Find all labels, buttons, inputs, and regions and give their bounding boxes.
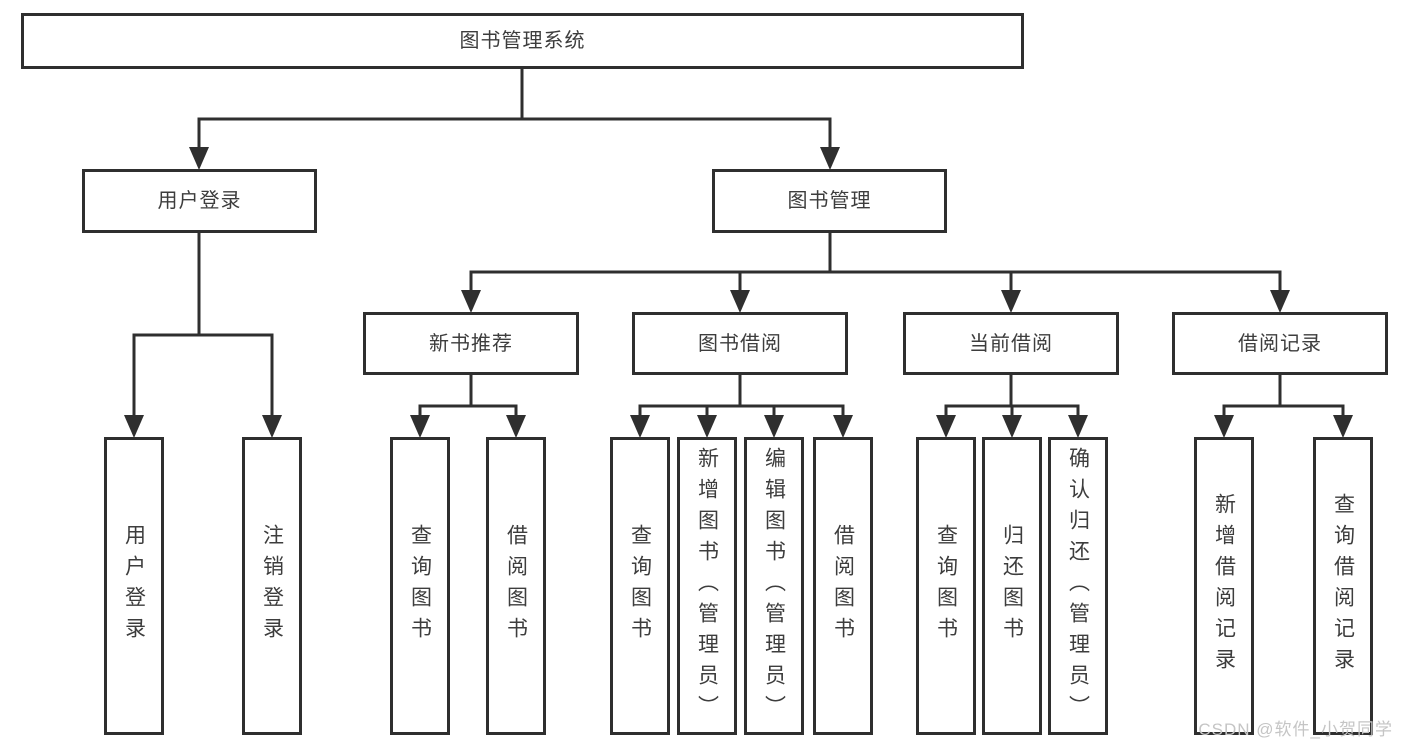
node-book-management-label: 图书管理 <box>787 190 872 212</box>
leaf-add-borrow-record: 新增借阅记录 <box>1194 437 1254 735</box>
node-new-book-recommend: 新书推荐 <box>363 312 579 375</box>
node-user-login-label: 用户登录 <box>157 190 242 212</box>
leaf-query-books-current: 查询图书 <box>916 437 976 735</box>
leaf-borrow-books-label: 借阅图书 <box>831 524 855 648</box>
leaf-edit-books-admin-label: 编辑图书（管理员） <box>762 446 786 726</box>
node-current-borrow: 当前借阅 <box>903 312 1119 375</box>
leaf-logout: 注销登录 <box>242 437 302 735</box>
leaf-user-login-label: 用户登录 <box>122 524 146 648</box>
node-borrow-record-label: 借阅记录 <box>1238 332 1322 355</box>
node-new-book-recommend-label: 新书推荐 <box>429 332 513 355</box>
leaf-query-books-borrow-label: 查询图书 <box>628 524 652 648</box>
node-borrow-record: 借阅记录 <box>1172 312 1388 375</box>
leaf-confirm-return-admin-label: 确认归还（管理员） <box>1066 446 1090 726</box>
node-book-borrow: 图书借阅 <box>632 312 848 375</box>
leaf-logout-label: 注销登录 <box>260 524 284 648</box>
csdn-watermark: CSDN @软件_小贺同学 <box>1198 720 1393 739</box>
node-root: 图书管理系统 <box>21 13 1024 69</box>
leaf-return-books: 归还图书 <box>982 437 1042 735</box>
leaf-query-borrow-record-label: 查询借阅记录 <box>1331 493 1355 679</box>
leaf-return-books-label: 归还图书 <box>1000 524 1024 648</box>
leaf-borrow-books-recommend: 借阅图书 <box>486 437 546 735</box>
leaf-borrow-books-recommend-label: 借阅图书 <box>504 524 528 648</box>
leaf-user-login: 用户登录 <box>104 437 164 735</box>
leaf-query-books-borrow: 查询图书 <box>610 437 670 735</box>
leaf-borrow-books: 借阅图书 <box>813 437 873 735</box>
leaf-confirm-return-admin: 确认归还（管理员） <box>1048 437 1108 735</box>
leaf-query-books-recommend: 查询图书 <box>390 437 450 735</box>
leaf-add-books-admin-label: 新增图书（管理员） <box>695 446 719 726</box>
node-current-borrow-label: 当前借阅 <box>969 332 1053 355</box>
leaf-query-books-recommend-label: 查询图书 <box>408 524 432 648</box>
leaf-add-borrow-record-label: 新增借阅记录 <box>1212 493 1236 679</box>
leaf-add-books-admin: 新增图书（管理员） <box>677 437 737 735</box>
leaf-query-books-current-label: 查询图书 <box>934 524 958 648</box>
node-book-borrow-label: 图书借阅 <box>698 332 782 355</box>
node-root-label: 图书管理系统 <box>459 30 586 52</box>
node-user-login: 用户登录 <box>82 169 317 233</box>
node-book-management: 图书管理 <box>712 169 947 233</box>
leaf-edit-books-admin: 编辑图书（管理员） <box>744 437 804 735</box>
leaf-query-borrow-record: 查询借阅记录 <box>1313 437 1373 735</box>
